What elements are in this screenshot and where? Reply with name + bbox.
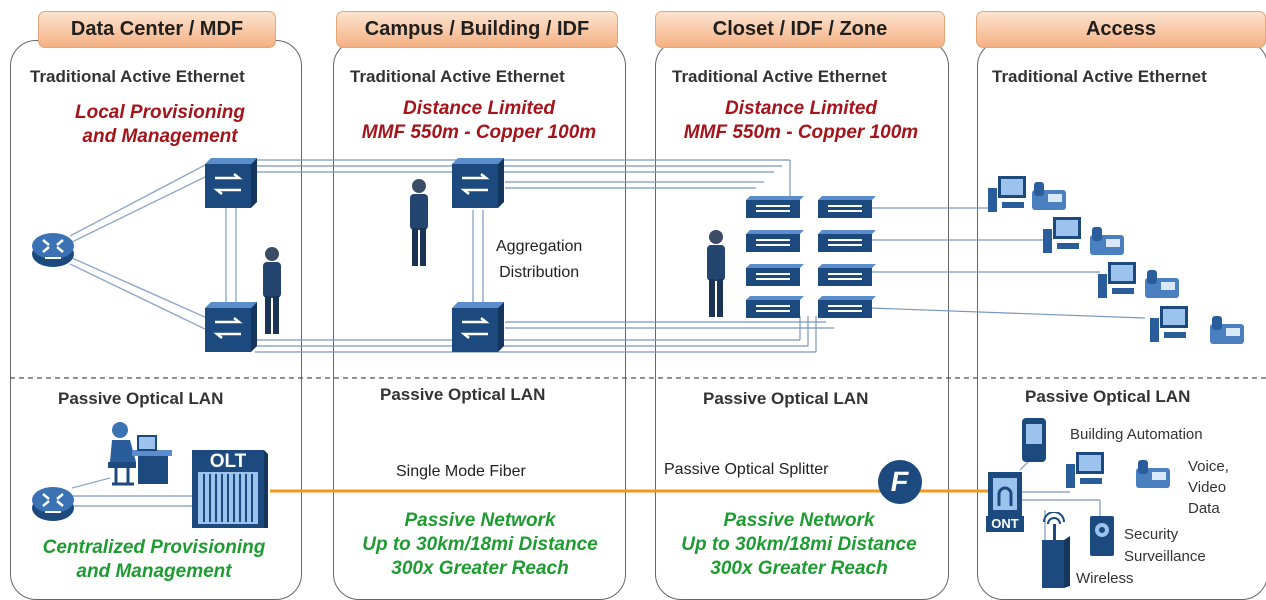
header-closet: Closet / IDF / Zone xyxy=(655,11,945,48)
workgroup-switch-icon xyxy=(818,230,876,252)
pol-label-campus: Passive Optical LAN xyxy=(380,385,546,404)
note-line-1: Local Provisioning xyxy=(75,102,245,123)
centralized-provisioning-note: Centralized Provisioning and Management xyxy=(18,536,290,584)
workgroup-switch-icon xyxy=(818,296,876,318)
splitter-label: Passive Optical Splitter xyxy=(664,461,829,478)
desktop-computer-icon xyxy=(1043,217,1081,253)
switch-icon xyxy=(452,302,504,352)
desktop-computer-icon xyxy=(1066,452,1104,488)
switch-icon xyxy=(452,158,504,208)
header-access: Access xyxy=(976,11,1266,48)
note-line-1: Centralized Provisioning xyxy=(42,537,266,558)
note-line-2: Up to 30km/18mi Distance xyxy=(681,534,917,555)
label-line-3: Data xyxy=(1188,500,1220,517)
desk-phone-icon xyxy=(1090,227,1124,255)
wireless-label: Wireless xyxy=(1076,570,1134,587)
wireless-access-point-icon xyxy=(1042,512,1070,588)
switch-icon xyxy=(205,158,257,208)
router-icon xyxy=(32,233,74,267)
voice-video-data-label: Voice, Video Data xyxy=(1188,456,1229,519)
note-line-1: Passive Network xyxy=(723,510,875,531)
desktop-computer-icon xyxy=(1150,306,1188,342)
note-line-1: Passive Network xyxy=(404,510,556,531)
label-line-2: Surveillance xyxy=(1124,548,1206,565)
olt-chassis-icon xyxy=(192,450,268,528)
note-line-1: Distance Limited xyxy=(724,98,878,119)
trunk-links xyxy=(255,159,834,353)
desktop-computer-icon xyxy=(988,176,1026,212)
workgroup-switch-icon xyxy=(818,264,876,286)
router-icon xyxy=(32,487,74,521)
local-provisioning-note: Local Provisioning and Management xyxy=(40,101,280,149)
pol-label-datacenter: Passive Optical LAN xyxy=(58,389,224,408)
desk-phone-icon xyxy=(1032,182,1066,210)
operator-workstation-icon xyxy=(108,422,172,486)
distance-note-campus: Distance Limited MMF 550m - Copper 100m xyxy=(336,97,622,145)
desktop-computer-icon xyxy=(1098,262,1136,298)
building-automation-device-icon xyxy=(1022,418,1046,462)
label-line-1: Aggregation xyxy=(496,238,583,255)
person-icon xyxy=(410,179,428,266)
person-icon xyxy=(707,230,725,317)
workgroup-switch-icon xyxy=(746,230,804,252)
router-links xyxy=(69,163,484,331)
label-line-1: Voice, xyxy=(1188,458,1229,475)
pol-label-closet: Passive Optical LAN xyxy=(703,389,869,408)
ethernet-label-closet: Traditional Active Ethernet xyxy=(672,67,887,86)
splitter-glyph: F xyxy=(888,466,912,497)
ethernet-label-campus: Traditional Active Ethernet xyxy=(350,67,565,86)
workgroup-switch-icon xyxy=(746,196,804,218)
switch-icon xyxy=(205,302,257,352)
note-line-2: MMF 550m - Copper 100m xyxy=(361,122,597,143)
ont-icon xyxy=(988,472,1022,516)
note-line-1: Distance Limited xyxy=(402,98,556,119)
ont-device: ONT xyxy=(986,472,1026,534)
label-line-2: Video xyxy=(1188,479,1227,496)
note-line-2: and Management xyxy=(82,126,238,147)
distance-note-closet: Distance Limited MMF 550m - Copper 100m xyxy=(656,97,946,145)
building-automation-label: Building Automation xyxy=(1070,426,1203,443)
desk-phone-icon xyxy=(1210,316,1244,344)
note-line-3: 300x Greater Reach xyxy=(710,558,888,579)
ethernet-label-datacenter: Traditional Active Ethernet xyxy=(30,67,245,86)
label-line-1: Security xyxy=(1124,526,1179,543)
header-datacenter: Data Center / MDF xyxy=(38,11,276,48)
security-surveillance-label: Security Surveillance xyxy=(1124,524,1206,568)
label-line-2: Distribution xyxy=(499,264,580,281)
passive-network-note-campus: Passive Network Up to 30km/18mi Distance… xyxy=(334,509,626,581)
desk-phone-icon xyxy=(1145,270,1179,298)
note-line-3: 300x Greater Reach xyxy=(391,558,569,579)
ont-label: ONT xyxy=(986,516,1024,532)
workgroup-switch-icon xyxy=(746,264,804,286)
security-camera-icon xyxy=(1090,516,1114,556)
aggregation-label: Aggregation Distribution xyxy=(496,234,582,286)
olt-device: OLT xyxy=(192,450,268,528)
header-campus: Campus / Building / IDF xyxy=(336,11,618,48)
desk-phone-icon xyxy=(1136,460,1170,488)
note-line-2: and Management xyxy=(76,561,232,582)
ethernet-label-access: Traditional Active Ethernet xyxy=(992,67,1207,86)
note-line-2: MMF 550m - Copper 100m xyxy=(683,122,919,143)
workgroup-switch-icon xyxy=(818,196,876,218)
access-links xyxy=(869,207,1146,319)
note-line-2: Up to 30km/18mi Distance xyxy=(362,534,598,555)
single-mode-fiber-label: Single Mode Fiber xyxy=(396,463,526,480)
olt-label: OLT xyxy=(209,451,247,472)
pol-label-access: Passive Optical LAN xyxy=(1025,387,1191,406)
passive-network-note-closet: Passive Network Up to 30km/18mi Distance… xyxy=(655,509,943,581)
splitter-icon: F xyxy=(878,460,922,504)
olt-links xyxy=(71,477,196,507)
person-icon xyxy=(263,247,281,334)
workgroup-switch-icon xyxy=(746,296,804,318)
